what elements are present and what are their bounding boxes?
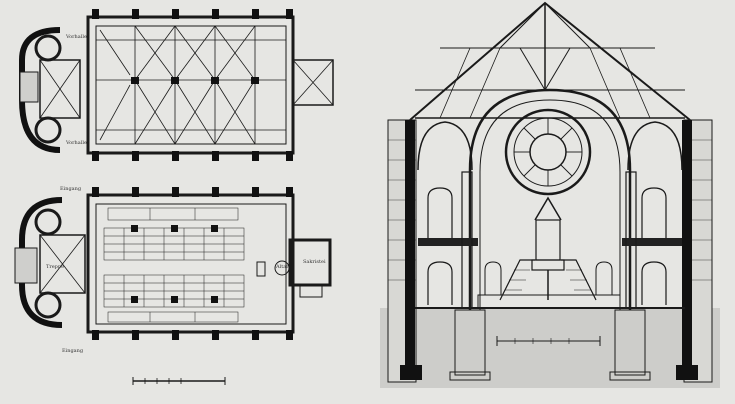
scale-bar-section: [496, 336, 601, 346]
label-vestry-lower: Vorhalle: [66, 140, 87, 146]
label-upper-side: Eingang: [60, 186, 82, 192]
cross-section: [380, 1, 720, 388]
lower-floor-plan: [14, 187, 332, 340]
label-entrance-left: Treppe: [46, 264, 65, 270]
upper-floor-plan: [19, 9, 334, 161]
label-lower-side: Eingang: [62, 348, 84, 354]
label-sacristy: Sakristei: [303, 259, 326, 265]
label-altar: Altar: [276, 264, 289, 270]
label-vestry-upper: Vorhalle: [66, 34, 87, 40]
scale-bar-plans: [132, 377, 226, 385]
